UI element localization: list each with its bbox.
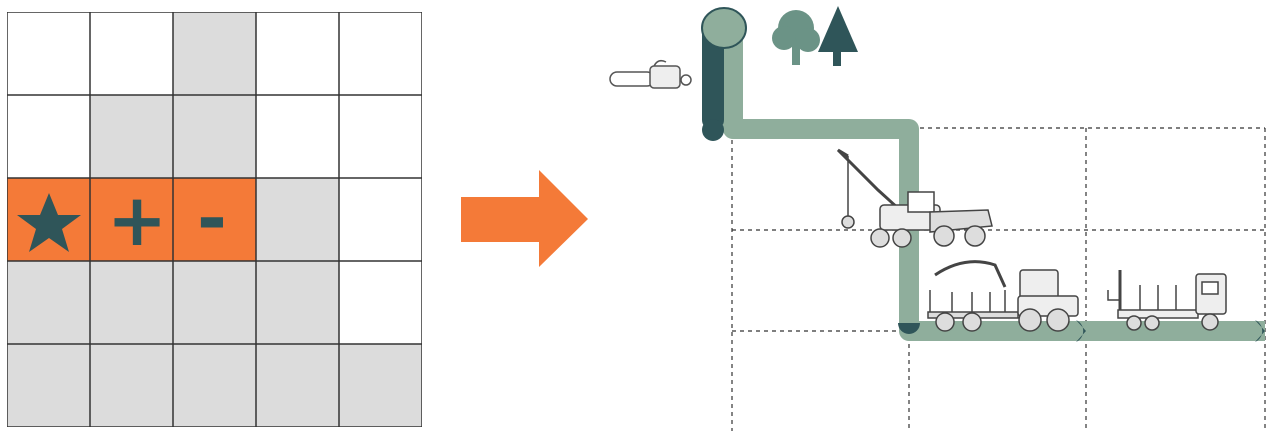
right-arrow-icon (461, 170, 588, 267)
trees-icon (772, 6, 858, 66)
harvester-icon (838, 150, 940, 247)
dump-truck-icon (930, 210, 992, 246)
dashed-grid (732, 128, 1265, 431)
chainsaw-icon (610, 61, 691, 88)
forwarder-icon (928, 262, 1078, 331)
flow-path (733, 30, 1265, 331)
